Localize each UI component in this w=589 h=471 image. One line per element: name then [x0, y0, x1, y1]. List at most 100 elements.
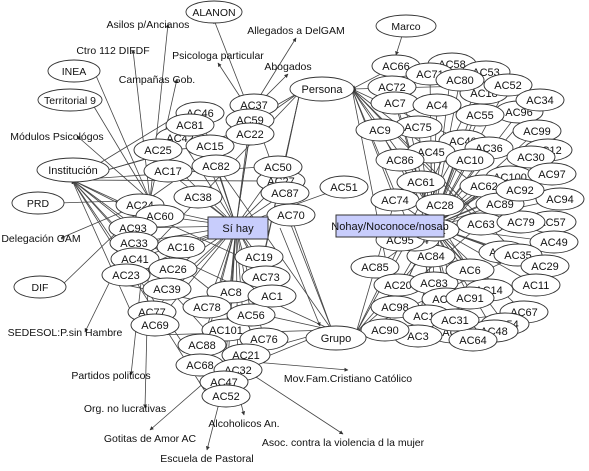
label-node-gotitas[interactable]: Gotitas de Amor AC — [104, 433, 197, 445]
node-label: Marco — [391, 21, 420, 33]
ac-node-ac74[interactable]: AC74 — [370, 188, 420, 212]
node-label: AC30 — [517, 152, 545, 164]
ac-node-ac30[interactable]: AC30 — [506, 145, 556, 169]
ac-node-ac15[interactable]: AC15 — [185, 134, 235, 158]
ac-node-ac80[interactable]: AC80 — [435, 68, 485, 92]
ac-node-ac20[interactable]: AC20 — [373, 273, 423, 297]
ac-node-ac17[interactable]: AC17 — [143, 159, 193, 183]
label-node-delegacion[interactable]: Delegación GAM — [1, 233, 80, 245]
node-shape — [495, 178, 545, 202]
mid-node-persona[interactable]: Persona — [289, 76, 355, 102]
ac-node-ac28[interactable]: AC28 — [415, 193, 465, 217]
label-node-marco[interactable]: Marco — [375, 14, 437, 38]
ac-node-ac31[interactable]: AC31 — [430, 308, 480, 332]
ac-node-ac22[interactable]: AC22 — [225, 122, 275, 146]
node-label: Institución — [48, 165, 98, 177]
node-label: AC75 — [404, 122, 432, 134]
ac-node-ac78[interactable]: AC78 — [182, 295, 232, 319]
ac-node-ac82[interactable]: AC82 — [191, 154, 241, 178]
ac-node-ac97[interactable]: AC97 — [527, 162, 577, 186]
ac-node-ac6[interactable]: AC6 — [445, 258, 495, 282]
ac-node-ac11[interactable]: AC11 — [511, 273, 561, 297]
label-node-psicologa[interactable]: Psicologa particular — [172, 50, 264, 62]
ac-node-ac64[interactable]: AC64 — [448, 328, 498, 352]
ac-node-ac90[interactable]: AC90 — [360, 318, 410, 342]
ac-node-ac4[interactable]: AC4 — [412, 93, 462, 117]
label-node-sedesol[interactable]: SEDESOL:P.sin Hambre — [8, 327, 123, 339]
label-node-allegados[interactable]: Allegados a DelGAM — [247, 25, 344, 37]
label-node-movfam[interactable]: Mov.Fam.Cristiano Católico — [284, 373, 412, 385]
ac-node-ac85[interactable]: AC85 — [350, 255, 400, 279]
ac-node-ac34[interactable]: AC34 — [515, 88, 565, 112]
label-node-dif[interactable]: DIF — [13, 275, 67, 299]
ac-node-ac99[interactable]: AC99 — [512, 119, 562, 143]
edge — [71, 179, 138, 326]
hub-node-si-hay[interactable]: Sí hay — [207, 216, 269, 240]
ac-node-ac51[interactable]: AC51 — [319, 175, 369, 199]
ac-node-ac33[interactable]: AC33 — [109, 231, 159, 255]
ac-node-ac75[interactable]: AC75 — [393, 115, 443, 139]
node-shape — [515, 88, 565, 112]
node-shape — [143, 159, 193, 183]
node-label: AC79 — [507, 217, 535, 229]
ac-node-ac63[interactable]: AC63 — [456, 212, 506, 236]
node-shape — [412, 93, 462, 117]
ac-node-ac86[interactable]: AC86 — [375, 148, 425, 172]
label-node-alcoholicos[interactable]: Alcoholicos An. — [208, 418, 279, 430]
ac-node-ac61[interactable]: AC61 — [396, 170, 446, 194]
mid-node-institucion[interactable]: Institución — [36, 157, 110, 183]
ac-node-ac88[interactable]: AC88 — [177, 333, 227, 357]
ac-node-ac56[interactable]: AC56 — [226, 303, 276, 327]
hub-node-nohay[interactable]: Nohay/Noconoce/nosab — [331, 214, 449, 238]
label-node-asoc-violencia[interactable]: Asoc. contra la violencia d la mujer — [262, 437, 425, 449]
ac-node-ac73[interactable]: AC73 — [241, 265, 291, 289]
label-node-escuela[interactable]: Escuela de Pastoral — [160, 453, 253, 465]
label-node-asilos[interactable]: Asilos p/Ancianos — [107, 19, 190, 31]
ac-node-ac52[interactable]: AC52 — [483, 73, 533, 97]
node-shape — [375, 148, 425, 172]
node-label: AC52 — [212, 391, 240, 403]
label-node-ctro112[interactable]: Ctro 112 DIFDF — [76, 45, 149, 57]
ac-node-ac1[interactable]: AC1 — [247, 284, 297, 308]
mid-node-grupo[interactable]: Grupo — [305, 325, 367, 351]
ac-node-ac49[interactable]: AC49 — [529, 230, 579, 254]
node-label: AC69 — [141, 320, 169, 332]
ac-node-ac94[interactable]: AC94 — [535, 187, 585, 211]
ac-node-ac25[interactable]: AC25 — [133, 138, 183, 162]
label-node-alanon[interactable]: ALANON — [185, 0, 243, 24]
node-label: AC56 — [237, 310, 265, 322]
label-node-territorial[interactable]: Territorial 9 — [37, 88, 103, 112]
label-node-inea[interactable]: INEA — [47, 59, 101, 83]
hub-box — [207, 216, 269, 240]
ac-node-ac81[interactable]: AC81 — [165, 113, 215, 137]
ac-node-ac79[interactable]: AC79 — [496, 210, 546, 234]
ac-node-ac16[interactable]: AC16 — [156, 235, 206, 259]
label-node-prd[interactable]: PRD — [11, 191, 65, 215]
ac-node-ac87[interactable]: AC87 — [260, 181, 310, 205]
ac-node-ac26[interactable]: AC26 — [148, 257, 198, 281]
ac-node-ac38[interactable]: AC38 — [173, 185, 223, 209]
ac-node-ac68[interactable]: AC68 — [175, 353, 225, 377]
ac-node-ac92[interactable]: AC92 — [495, 178, 545, 202]
ac-node-ac52[interactable]: AC52 — [201, 384, 251, 408]
label-node-campanas[interactable]: Campañas Gob. — [119, 74, 195, 86]
ac-node-ac29[interactable]: AC29 — [520, 254, 570, 278]
ac-node-ac91[interactable]: AC91 — [445, 286, 495, 310]
ac-node-ac70[interactable]: AC70 — [266, 203, 316, 227]
ac-node-ac50[interactable]: AC50 — [253, 155, 303, 179]
label-node-partidos[interactable]: Partidos politicos — [71, 370, 150, 382]
ac-node-ac39[interactable]: AC39 — [142, 277, 192, 301]
ac-node-ac7[interactable]: AC7 — [370, 91, 420, 115]
ac-node-ac55[interactable]: AC55 — [455, 103, 505, 127]
node-label: AC95 — [386, 235, 414, 247]
ac-node-ac23[interactable]: AC23 — [101, 263, 151, 287]
ac-node-ac69[interactable]: AC69 — [130, 313, 180, 337]
label-node-modulos[interactable]: Módulos Psicológos — [10, 131, 103, 143]
ac-node-ac10[interactable]: AC10 — [445, 148, 495, 172]
node-label: AC35 — [504, 250, 532, 262]
ac-node-ac9[interactable]: AC9 — [355, 118, 405, 142]
ac-node-ac19[interactable]: AC19 — [234, 245, 284, 269]
label-node-abogados[interactable]: Abogados — [264, 61, 311, 73]
label-node-org-no-lucr[interactable]: Org. no lucrativas — [84, 403, 166, 415]
